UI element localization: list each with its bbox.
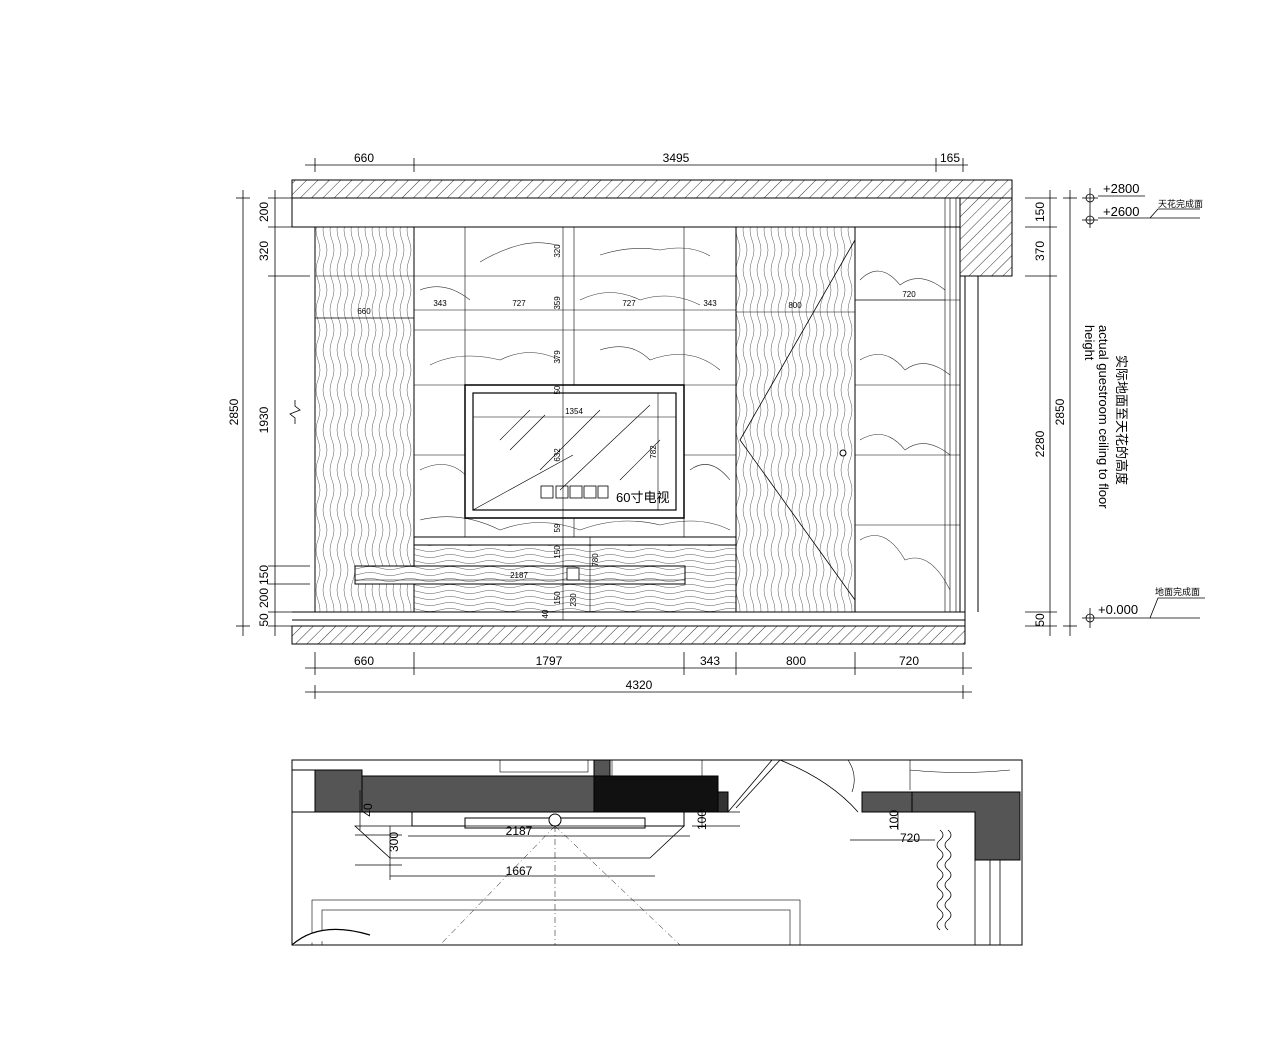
- dim-top-3: 165: [940, 151, 960, 165]
- dim-marble-mid1: 727: [512, 299, 526, 308]
- plan-dim-100a: 100: [695, 810, 709, 830]
- dim-tv-height: 782: [649, 445, 658, 459]
- vertical-note-en-1: actual guestroom ceiling to floor: [1096, 325, 1111, 509]
- dim-right-seg-4: 50: [1033, 613, 1047, 627]
- tv-sockets: [540, 485, 609, 499]
- dim-top-2: 3495: [663, 151, 690, 165]
- plan-dim-cabinet: 2187: [506, 824, 533, 838]
- level-markers: [1082, 188, 1205, 628]
- dim-right-seg-2: 370: [1033, 241, 1047, 261]
- plan-black-block: [593, 775, 719, 813]
- plan-dim-right: 720: [900, 831, 920, 845]
- dim-h-6: 59: [553, 523, 562, 532]
- inner-dim-lines: [315, 227, 945, 620]
- dim-door: 800: [788, 301, 802, 310]
- plan-dim-100b: 100: [887, 810, 901, 830]
- floor-slab: [291, 625, 966, 645]
- level-ceiling: +2600: [1103, 204, 1140, 219]
- dim-left-seg-3: 1930: [257, 406, 271, 433]
- dim-bottom-3: 343: [700, 654, 720, 668]
- dim-bottom-2: 1797: [536, 654, 563, 668]
- plan-wall-corner: [911, 791, 1021, 861]
- dim-left-seg-4: 150: [257, 565, 271, 585]
- level-ceiling-label: 天花完成面: [1158, 198, 1203, 209]
- dim-h-7: 150: [553, 545, 562, 559]
- dim-h-3: 379: [553, 350, 562, 364]
- ceiling-slab: [291, 179, 1013, 199]
- dim-bottom-4: 800: [786, 654, 806, 668]
- right-marble-panel: [854, 226, 961, 613]
- top-dim-lines: [305, 158, 968, 172]
- dim-bottom-1: 660: [354, 654, 374, 668]
- elevation-labels: 660 3495 165 660 1797 343 800 720 4320 2…: [227, 151, 1203, 692]
- dim-marble-mid2: 727: [622, 299, 636, 308]
- tv-screen: [472, 392, 677, 511]
- dim-h-5: 632: [553, 448, 562, 462]
- plan-cabinet-band: [361, 775, 595, 813]
- dim-bottom-5: 720: [899, 654, 919, 668]
- dim-bottom-total: 4320: [626, 678, 653, 692]
- bottom-dim-lines: [305, 652, 972, 699]
- dim-left-seg-5: 200: [257, 588, 271, 608]
- plan-wall-right: [861, 791, 913, 813]
- level-ceiling-top: +2800: [1103, 181, 1140, 196]
- vertical-note-cn: 实际地面至天花的高度: [1114, 355, 1129, 485]
- dim-panel-left: 660: [357, 307, 371, 316]
- dim-left-seg-6: 50: [257, 613, 271, 627]
- plan-dim-depth1: 40: [361, 803, 375, 817]
- dim-h-2: 359: [553, 296, 562, 310]
- dim-right-seg-3: 2280: [1033, 430, 1047, 457]
- dim-cabinet-height: 780: [591, 553, 600, 567]
- dim-cabinet-width: 2187: [510, 571, 528, 580]
- dim-top-1: 660: [354, 151, 374, 165]
- dim-h-9: 40: [541, 609, 550, 618]
- right-dim-lines: [1025, 190, 1077, 636]
- dim-h-10: 230: [569, 593, 578, 607]
- plan-labels: 40 300 2187 1667 100 100 720: [361, 803, 920, 878]
- dim-right-outer: 2850: [1053, 398, 1067, 425]
- plan-wall-left: [314, 769, 363, 813]
- plan-view: [291, 759, 1023, 946]
- plan-curtain: [936, 829, 944, 931]
- dim-tv-width: 1354: [565, 407, 583, 416]
- dim-left-seg-1: 200: [257, 202, 271, 222]
- dim-right-seg-1: 150: [1033, 202, 1047, 222]
- dim-left-outer: 2850: [227, 398, 241, 425]
- tv-label: 60寸电视: [616, 490, 669, 505]
- dim-right-panel: 720: [902, 290, 916, 299]
- marble-veins: [419, 242, 731, 531]
- vertical-note-en-2: height: [1082, 325, 1097, 361]
- dim-marble-right: 343: [703, 299, 717, 308]
- level-floor: +0.000: [1098, 602, 1138, 617]
- dim-left-seg-2: 320: [257, 241, 271, 261]
- plan-dim-depth2: 300: [387, 832, 401, 852]
- level-floor-label: 地面完成面: [1155, 586, 1200, 597]
- plan-rug: [353, 825, 686, 859]
- left-wood-panel: [314, 226, 415, 613]
- right-wall-column: [959, 197, 1013, 277]
- door: [735, 226, 856, 613]
- left-dim-lines: [236, 190, 310, 636]
- elevation-view: [236, 158, 1205, 699]
- dim-h-8: 150: [553, 591, 562, 605]
- door-handle: [839, 449, 847, 457]
- dim-h-1: 320: [553, 244, 562, 258]
- dim-h-4: 50: [553, 385, 562, 394]
- dim-marble-left: 343: [433, 299, 447, 308]
- plan-dim-inner: 1667: [506, 864, 533, 878]
